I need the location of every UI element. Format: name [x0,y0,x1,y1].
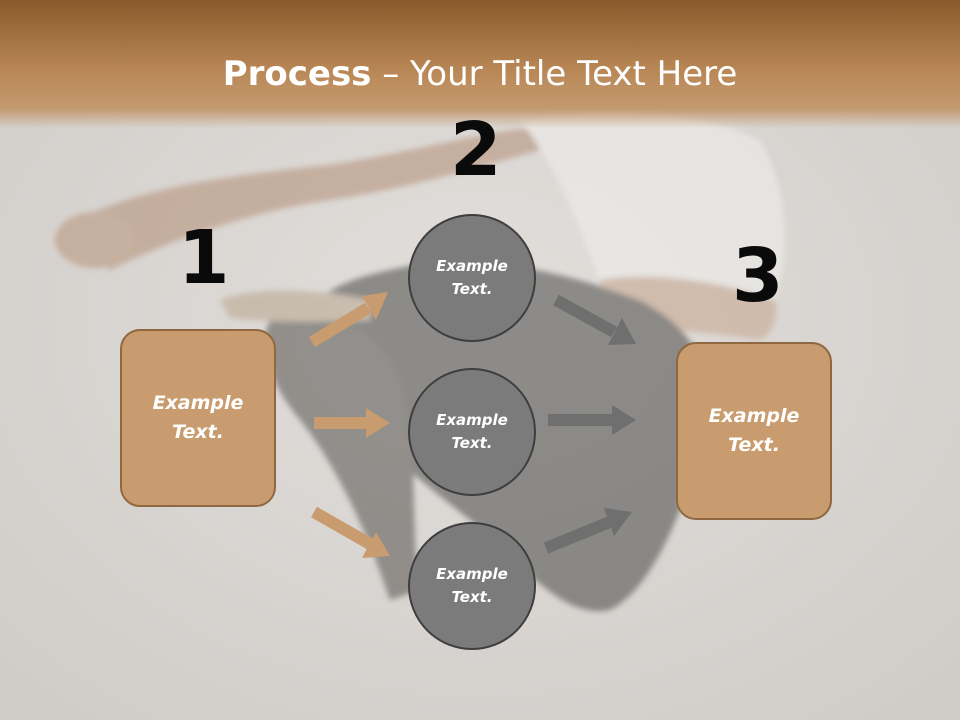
step-2-circle-bottom: Example Text. [408,522,536,650]
circle-top-text: Example Text. [436,257,508,298]
step-2-circle-middle: Example Text. [408,368,536,496]
arrow-1-to-bottom [311,506,390,558]
circle-bottom-text: Example Text. [436,565,508,606]
arrow-1-to-middle [314,408,390,438]
step-3-box: Example Text. [676,342,832,520]
header-band [0,0,960,128]
step-3-number: 3 [732,233,784,319]
step-1-number: 1 [178,215,230,301]
page-title: Process – Your Title Text Here [222,54,738,94]
circle-middle-text: Example Text. [436,411,508,452]
step-2-number: 2 [450,107,502,193]
step-1-box: Example Text. [120,329,276,507]
arrow-1-to-top [308,292,388,348]
arrow-top-to-3 [553,294,636,345]
arrow-bottom-to-3 [543,508,632,554]
step-1-text: Example Text. [152,392,244,443]
step-2-circle-top: Example Text. [408,214,536,342]
arrow-middle-to-3 [548,405,636,435]
step-3-text: Example Text. [708,405,800,456]
